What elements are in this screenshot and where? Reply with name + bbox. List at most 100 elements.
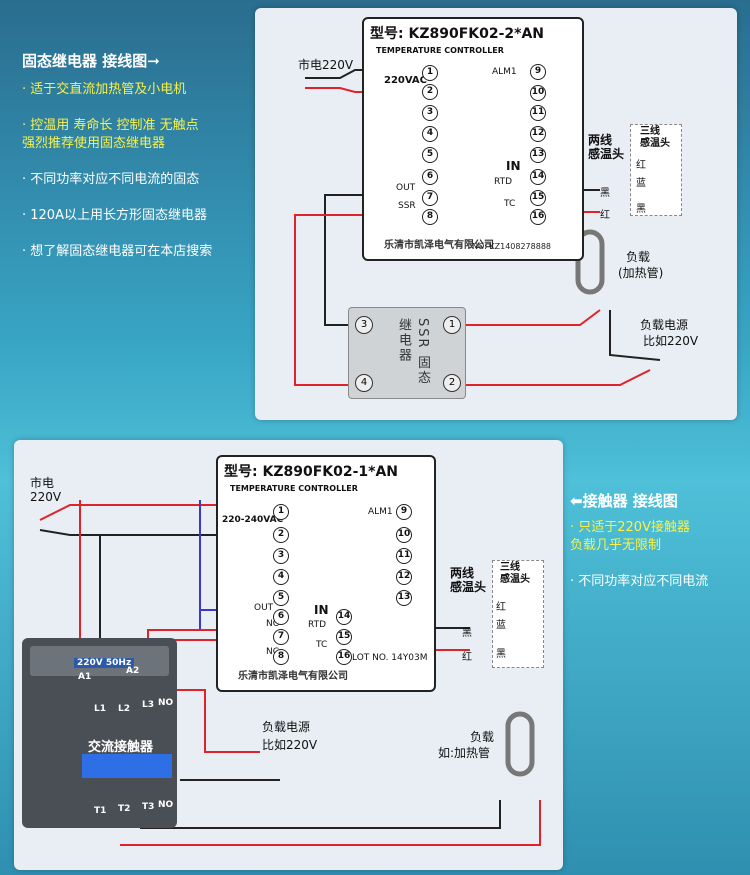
three-wire-sensor-label: 三线 感温头 <box>640 126 670 149</box>
controller-model: 型号: KZ890FK02-2*AN <box>370 26 545 42</box>
ssr-terminal: 3 <box>355 316 373 334</box>
mains-voltage-bottom: 220V <box>30 490 62 504</box>
note-item: 强烈推荐使用固态继电器 <box>22 136 166 151</box>
contactor-rating: 220V 50Hz <box>74 658 135 668</box>
wire-black: 黑 <box>600 188 610 199</box>
contactor-notes-title: ⬅接触器 接线图 <box>570 492 678 510</box>
alarm-label: ALM1 <box>368 507 393 517</box>
terminal-label: L3 <box>142 700 154 710</box>
terminal: 4 <box>422 126 438 142</box>
out-label: OUT <box>254 603 274 613</box>
ssr-terminal: 4 <box>355 374 373 392</box>
three-wire-sensor-label: 三线 感温头 <box>500 562 530 585</box>
wire-red: 红 <box>496 602 506 613</box>
input-label: IN <box>506 159 521 173</box>
terminal: 12 <box>530 126 546 142</box>
load-power-sub: 比如220V <box>262 738 318 752</box>
lot-number: LOT NO. 14Y03M <box>352 653 428 663</box>
terminal: 10 <box>396 527 412 543</box>
contactor-notes: ⬅接触器 接线图 · 只适于220V接触器 负载几乎无限制 · 不同功率对应不同… <box>570 490 748 591</box>
terminal-label: L1 <box>94 704 106 714</box>
controller-model: 型号: KZ890FK02-1*AN <box>224 464 399 480</box>
terminal: 13 <box>530 147 546 163</box>
tc-label: TC <box>316 640 328 650</box>
manufacturer: 乐清市凯泽电气有限公司 <box>384 240 494 251</box>
tc-label: TC <box>504 199 516 209</box>
wire-black: 黑 <box>496 649 506 660</box>
ssr-small-label: SSR <box>398 201 416 211</box>
contactor-name: 交流接触器 <box>88 740 154 755</box>
terminal: 5 <box>422 147 438 163</box>
serial-number: NO: KZ1408278888 <box>472 242 552 251</box>
voltage-label: 220-240VAC <box>222 515 284 525</box>
note-item: · 不同功率对应不同电流的固态 <box>22 172 200 187</box>
load-sub-label: 如:加热管 <box>438 746 491 760</box>
wire-blue: 蓝 <box>496 620 506 631</box>
alarm-label: ALM1 <box>492 67 517 77</box>
wire-red: 红 <box>600 210 610 221</box>
load-label: 负载 <box>626 250 651 264</box>
terminal: 14 <box>530 169 546 185</box>
terminal: 1 <box>422 65 438 81</box>
note-item: · 想了解固态继电器可在本店搜索 <box>22 244 213 259</box>
ssr-terminal: 2 <box>443 374 461 392</box>
mains-label-top: 市电220V <box>298 58 354 72</box>
wire-black: 黑 <box>636 204 646 215</box>
terminal: 9 <box>396 504 412 520</box>
terminal-label: NO <box>158 800 174 810</box>
terminal: 11 <box>396 548 412 564</box>
note-item: · 120A以上用长方形固态继电器 <box>22 208 207 223</box>
terminal: 8 <box>273 649 289 665</box>
terminal: 12 <box>396 569 412 585</box>
terminal-label: A2 <box>126 666 140 676</box>
controller-subtitle: TEMPERATURE CONTROLLER <box>230 484 358 493</box>
ssr-notes-title: 固态继电器 接线图➞ <box>22 52 160 70</box>
wire-blue: 蓝 <box>636 178 646 189</box>
terminal-label: A1 <box>78 672 92 682</box>
wire-red: 红 <box>462 652 472 663</box>
contactor-window <box>82 754 172 778</box>
note-item: · 适于交直流加热管及小电机 <box>22 82 187 97</box>
solid-state-relay: SSR 固态继电器 3 4 1 2 <box>348 307 466 399</box>
load-power-label: 负载电源 <box>262 720 311 734</box>
terminal: 15 <box>336 629 352 645</box>
terminal: 11 <box>530 105 546 121</box>
three-wire-sensor-box <box>492 560 544 668</box>
ssr-terminal: 1 <box>443 316 461 334</box>
terminal: 10 <box>530 85 546 101</box>
wire-black: 黑 <box>462 628 472 639</box>
note-item: 负载几乎无限制 <box>570 538 662 553</box>
terminal: 15 <box>530 190 546 206</box>
three-wire-sensor-box <box>630 124 682 216</box>
rtd-label: RTD <box>494 177 513 187</box>
input-label: IN <box>314 603 329 617</box>
terminal: 13 <box>396 590 412 606</box>
nc-label: NC <box>266 647 280 657</box>
two-wire-sensor-label: 两线 感温头 <box>588 133 625 161</box>
terminal: 4 <box>273 569 289 585</box>
controller-subtitle: TEMPERATURE CONTROLLER <box>376 46 504 55</box>
load-label: 负载 <box>470 730 495 744</box>
out-label: OUT <box>396 183 416 193</box>
terminal: 6 <box>422 169 438 185</box>
load-power-label: 负载电源 <box>640 318 689 332</box>
terminal: 5 <box>273 590 289 606</box>
terminal: 3 <box>422 105 438 121</box>
ssr-notes: 固态继电器 接线图➞ · 适于交直流加热管及小电机 · 控温用 寿命长 控制准 … <box>22 50 252 279</box>
temperature-controller-bottom: 型号: KZ890FK02-1*AN TEMPERATURE CONTROLLE… <box>216 455 436 692</box>
terminal: 6 <box>273 609 289 625</box>
rtd-label: RTD <box>308 620 327 630</box>
wire-red: 红 <box>636 160 646 171</box>
terminal: 2 <box>422 84 438 100</box>
two-wire-sensor-label: 两线 感温头 <box>450 566 487 594</box>
note-item: · 只适于220V接触器 <box>570 520 690 535</box>
terminal: 16 <box>336 649 352 665</box>
note-item: · 控温用 寿命长 控制准 无触点 <box>22 118 199 133</box>
note-item: · 不同功率对应不同电流 <box>570 574 709 589</box>
terminal: 16 <box>530 209 546 225</box>
terminal-label: T2 <box>118 804 131 814</box>
terminal: 7 <box>273 629 289 645</box>
terminal-label: T1 <box>94 806 107 816</box>
terminal-label: NO <box>158 698 174 708</box>
ssr-name: SSR 固态继电器 <box>396 318 430 386</box>
